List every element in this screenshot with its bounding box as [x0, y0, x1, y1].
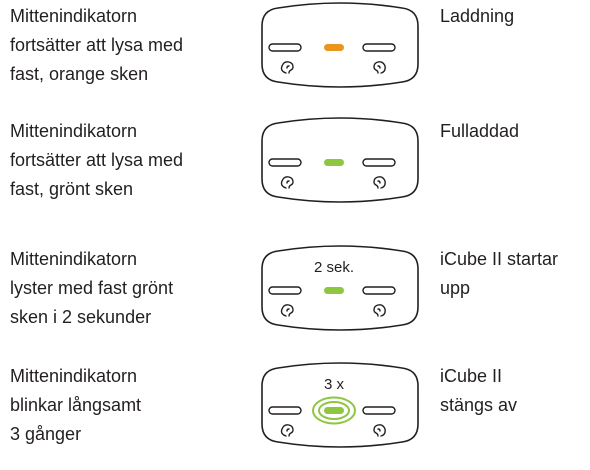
icube-device [250, 115, 430, 205]
row-description: Mittenindikatorn fortsätter att lysa med… [10, 121, 184, 199]
right-indicator [362, 43, 396, 52]
row-description: Mittenindikatorn blinkar långsamt 3 gång… [10, 366, 142, 444]
blink-rings-icon [312, 396, 356, 425]
row-description: Mittenindikatorn fortsätter att lysa med… [10, 6, 184, 84]
device-outline [261, 362, 419, 448]
status-row-full: Mittenindikatorn fortsätter att lysa med… [0, 115, 590, 225]
right-ear-icon [373, 424, 386, 437]
right-indicator [362, 406, 396, 415]
left-indicator [268, 286, 302, 295]
right-ear-icon [373, 61, 386, 74]
row-status: iCube II startar upp [440, 249, 559, 298]
row-status: iCube II stängs av [440, 366, 518, 415]
icube-device [250, 0, 430, 90]
icube-device: 2 sek. [250, 243, 430, 333]
left-ear-icon [280, 61, 294, 74]
center-indicator [324, 159, 344, 166]
center-indicator [324, 44, 344, 51]
right-indicator [362, 286, 396, 295]
right-ear-icon [373, 304, 386, 317]
right-indicator [362, 158, 396, 167]
left-ear-icon [280, 176, 294, 189]
center-indicator [324, 407, 344, 414]
center-indicator [324, 287, 344, 294]
icube-device: 3 x [250, 360, 430, 450]
row-status: Laddning [440, 6, 515, 26]
row-status: Fulladdad [440, 121, 520, 141]
left-ear-icon [280, 304, 294, 317]
row-description: Mittenindikatorn lyster med fast grönt s… [10, 249, 174, 327]
status-row-shutdown: Mittenindikatorn blinkar långsamt 3 gång… [0, 360, 590, 470]
timing-label: 2 sek. [314, 259, 354, 276]
right-ear-icon [373, 176, 386, 189]
left-indicator [268, 43, 302, 52]
left-ear-icon [280, 424, 294, 437]
status-row-charging: Mittenindikatorn fortsätter att lysa med… [0, 0, 590, 110]
status-row-startup: Mittenindikatorn lyster med fast grönt s… [0, 243, 590, 353]
left-indicator [268, 158, 302, 167]
left-indicator [268, 406, 302, 415]
timing-label: 3 x [324, 376, 345, 393]
